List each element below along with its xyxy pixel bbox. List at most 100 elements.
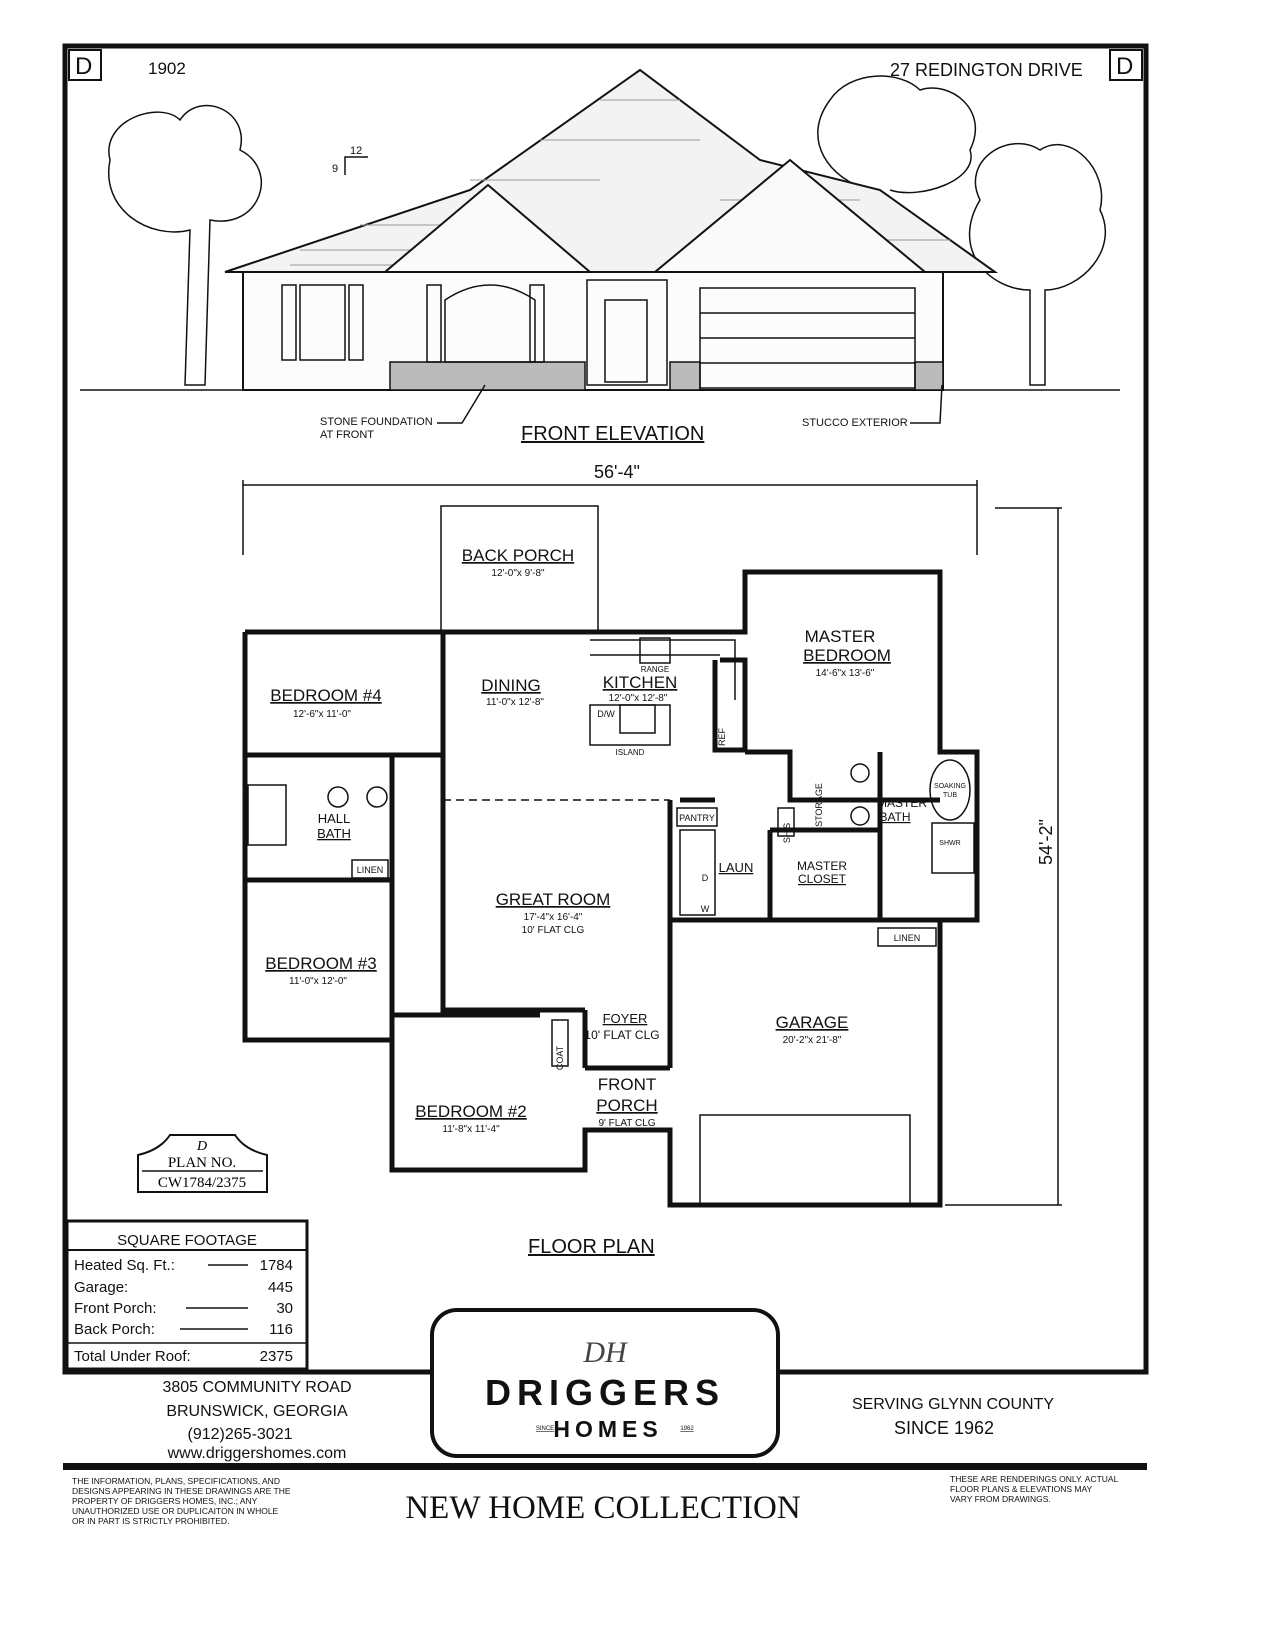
- serving-text-2: SINCE 1962: [894, 1418, 994, 1438]
- room-front-porch: FRONT: [598, 1075, 657, 1094]
- corner-box-right: [1109, 49, 1143, 81]
- disclaimer-right-2: FLOOR PLANS & ELEVATIONS MAY: [950, 1484, 1093, 1494]
- footer-divider: [63, 1463, 1147, 1470]
- logo-since-label: SINCE: [536, 1426, 554, 1432]
- note-stucco: STUCCO EXTERIOR: [802, 417, 908, 429]
- label-linen-master: LINEN: [894, 933, 921, 943]
- room-kitchen: KITCHEN: [603, 673, 678, 692]
- label-soaking: SOAKING: [934, 783, 966, 790]
- label-master-bath: MASTER: [877, 796, 927, 810]
- room-bedroom-2: BEDROOM #2: [415, 1102, 526, 1121]
- room-garage: GARAGE: [776, 1013, 849, 1032]
- label-storage: STORAGE: [814, 783, 824, 827]
- room-bedroom-3-size: 11'-0"x 12'-0": [289, 976, 347, 987]
- room-great-room-size: 17'-4"x 16'-4": [524, 912, 583, 923]
- logo-since-year: 1962: [680, 1426, 694, 1432]
- disclaimer-left-5: OR IN PART IS STRICTLY PROHIBITED.: [72, 1516, 229, 1526]
- room-dining: DINING: [481, 676, 541, 695]
- logo-homes: HOMES: [553, 1416, 662, 1442]
- label-island: ISLAND: [616, 748, 645, 757]
- badge-label: PLAN NO.: [168, 1155, 236, 1171]
- disclaimer-right-1: THESE ARE RENDERINGS ONLY. ACTUAL: [950, 1474, 1119, 1484]
- badge-monogram: D: [196, 1139, 207, 1154]
- logo-name: DRIGGERS: [485, 1372, 725, 1413]
- room-bedroom-4-size: 12'-6"x 11'-0": [293, 709, 351, 720]
- room-garage-size: 20'-2"x 21'-8": [783, 1035, 842, 1046]
- disclaimer-left-3: PROPERTY OF DRIGGERS HOMES, INC.; ANY: [72, 1496, 258, 1506]
- room-master-bedroom-2: BEDROOM: [803, 646, 891, 665]
- disclaimer-left-2: DESIGNS APPEARING IN THESE DRAWINGS ARE …: [72, 1486, 291, 1496]
- front-elevation-title: FRONT ELEVATION: [521, 423, 704, 445]
- corner-letter-right: D: [1116, 53, 1133, 80]
- label-laun: LAUN: [719, 860, 754, 875]
- room-back-porch-size: 12'-0"x 9'-8": [491, 568, 545, 579]
- plan-number: 1902: [148, 59, 186, 78]
- label-washer: W: [701, 904, 710, 914]
- company-logo: DH DRIGGERS SINCE HOMES 1962: [430, 1308, 780, 1458]
- room-front-porch-note: 9' FLAT CLG: [598, 1118, 655, 1129]
- room-front-porch-2: PORCH: [596, 1096, 657, 1115]
- logo-monogram: DH: [582, 1336, 629, 1369]
- label-ref: REF: [717, 727, 727, 746]
- room-bedroom-2-size: 11'-8"x 11'-4": [442, 1124, 500, 1135]
- sqft-total-label: Total Under Roof:: [74, 1348, 191, 1365]
- company-address-1: 3805 COMMUNITY ROAD: [162, 1379, 351, 1396]
- label-tub: TUB: [943, 792, 957, 799]
- label-hall-bath-2: BATH: [317, 826, 351, 841]
- floor-plan-drawing: [242, 505, 980, 1208]
- note-at-front: AT FRONT: [320, 429, 374, 441]
- corner-box-left: [68, 49, 102, 81]
- disclaimer-left-4: UNAUTHORIZED USE OR DUPLICAITON IN WHOLE: [72, 1506, 279, 1516]
- room-labels: BACK PORCH 12'-0"x 9'-8" MASTER BEDROOM …: [265, 546, 891, 1135]
- sqft-total-value: 2375: [260, 1348, 293, 1365]
- company-website[interactable]: www.driggershomes.com: [167, 1445, 347, 1462]
- room-master-bedroom: MASTER: [805, 627, 876, 646]
- sqft-heated-value: 1784: [260, 1257, 293, 1274]
- sqft-heated-label: Heated Sq. Ft.:: [74, 1257, 175, 1274]
- address: 27 REDINGTON DRIVE: [890, 60, 1083, 80]
- room-master-bedroom-size: 14'-6"x 13'-6": [816, 668, 875, 679]
- sqft-title: SQUARE FOOTAGE: [117, 1232, 257, 1249]
- label-range: RANGE: [641, 665, 669, 674]
- floor-plan-title: FLOOR PLAN: [528, 1236, 655, 1258]
- room-great-room: GREAT ROOM: [496, 890, 611, 909]
- label-hall-bath: HALL: [318, 811, 351, 826]
- note-stone-foundation: STONE FOUNDATION: [320, 416, 433, 428]
- sqft-garage-value: 445: [268, 1279, 293, 1296]
- depth-dimension: 54'-2": [1036, 819, 1056, 865]
- room-great-room-note: 10' FLAT CLG: [522, 925, 585, 936]
- label-master-closet: MASTER: [797, 859, 847, 873]
- room-bedroom-4: BEDROOM #4: [270, 686, 381, 705]
- sqft-back-porch-value: 116: [269, 1321, 293, 1338]
- room-foyer: FOYER: [603, 1011, 648, 1026]
- plan-number-badge: D PLAN NO. CW1784/2375: [137, 1134, 268, 1193]
- room-dining-size: 11'-0"x 12'-8": [486, 697, 544, 708]
- room-bedroom-3: BEDROOM #3: [265, 954, 376, 973]
- label-shwr: SHWR: [939, 840, 960, 847]
- label-linen: LINEN: [357, 865, 384, 875]
- company-phone: (912)265-3021: [188, 1426, 293, 1443]
- fixture-labels: RANGE D/W ISLAND REF HALL BATH LINEN PAN…: [317, 665, 966, 1070]
- label-dw: D/W: [597, 709, 615, 719]
- room-foyer-note: 10' FLAT CLG: [584, 1028, 659, 1042]
- label-dryer: D: [702, 873, 709, 883]
- serving-text-1: SERVING GLYNN COUNTY: [852, 1396, 1054, 1413]
- room-kitchen-size: 12'-0"x 12'-8": [609, 693, 668, 704]
- label-shs: SH'S: [782, 823, 792, 843]
- label-pantry: PANTRY: [679, 813, 715, 823]
- label-master-bath-2: BATH: [879, 810, 910, 824]
- sqft-garage-label: Garage:: [74, 1279, 128, 1296]
- sqft-front-porch-label: Front Porch:: [74, 1300, 157, 1317]
- company-address-2: BRUNSWICK, GEORGIA: [166, 1403, 348, 1420]
- badge-number: CW1784/2375: [158, 1175, 246, 1191]
- room-back-porch: BACK PORCH: [462, 546, 574, 565]
- sqft-back-porch-label: Back Porch:: [74, 1321, 155, 1338]
- sqft-front-porch-value: 30: [276, 1300, 293, 1317]
- label-master-closet-2: CLOSET: [798, 872, 847, 886]
- disclaimer-left-1: THE INFORMATION, PLANS, SPECIFICATIONS, …: [72, 1476, 280, 1486]
- label-coat: COAT: [555, 1045, 565, 1070]
- pitch-rise: 9: [332, 163, 338, 175]
- disclaimer-right-3: VARY FROM DRAWINGS.: [950, 1494, 1051, 1504]
- width-dimension: 56'-4": [594, 462, 640, 482]
